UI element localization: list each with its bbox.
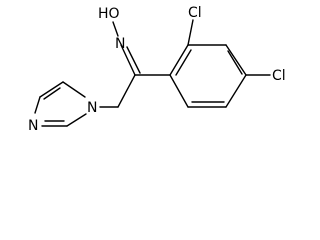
bond-imid-c4-n3: [34, 96, 41, 114]
bond-c2-cl: [187, 19, 194, 46]
imidazole-n3-label: N: [28, 118, 38, 134]
bond-ring-c3-c4: [225, 44, 247, 76]
bond-imid-c2-n1: [66, 113, 87, 127]
oxime-nitrogen-label: N: [115, 36, 125, 52]
bond-imid-c5-c4: [39, 81, 64, 98]
bond-c-ch2: [117, 74, 136, 108]
ortho-chlorine-label: Cl: [188, 5, 202, 21]
bond-o-n: [112, 21, 119, 37]
bond-imid-n1-c5: [62, 81, 86, 98]
bond-ring-c1-c2: [169, 44, 189, 76]
bond-imid-c5-c4-inner: [43, 87, 61, 100]
chemical-structure-diagram: HO N Cl Cl N N: [28, 5, 286, 134]
bond-ring-c6-c1: [169, 74, 189, 108]
bond-n-c-double-b: [126, 46, 141, 74]
structure-canvas: HO N Cl Cl N N: [28, 5, 286, 134]
oxime-hydroxyl-label: HO: [98, 6, 120, 22]
bond-ring-inner-b: [227, 50, 243, 75]
imidazole-n1-label: N: [87, 100, 97, 116]
bond-n-c-double-a: [120, 44, 136, 76]
bond-ring-inner-a: [175, 49, 192, 76]
atom-labels: HO N Cl Cl N N: [28, 5, 286, 134]
para-chlorine-label: Cl: [272, 68, 286, 84]
bond-ring-c4-c5: [225, 74, 247, 108]
bonds: [34, 19, 271, 127]
